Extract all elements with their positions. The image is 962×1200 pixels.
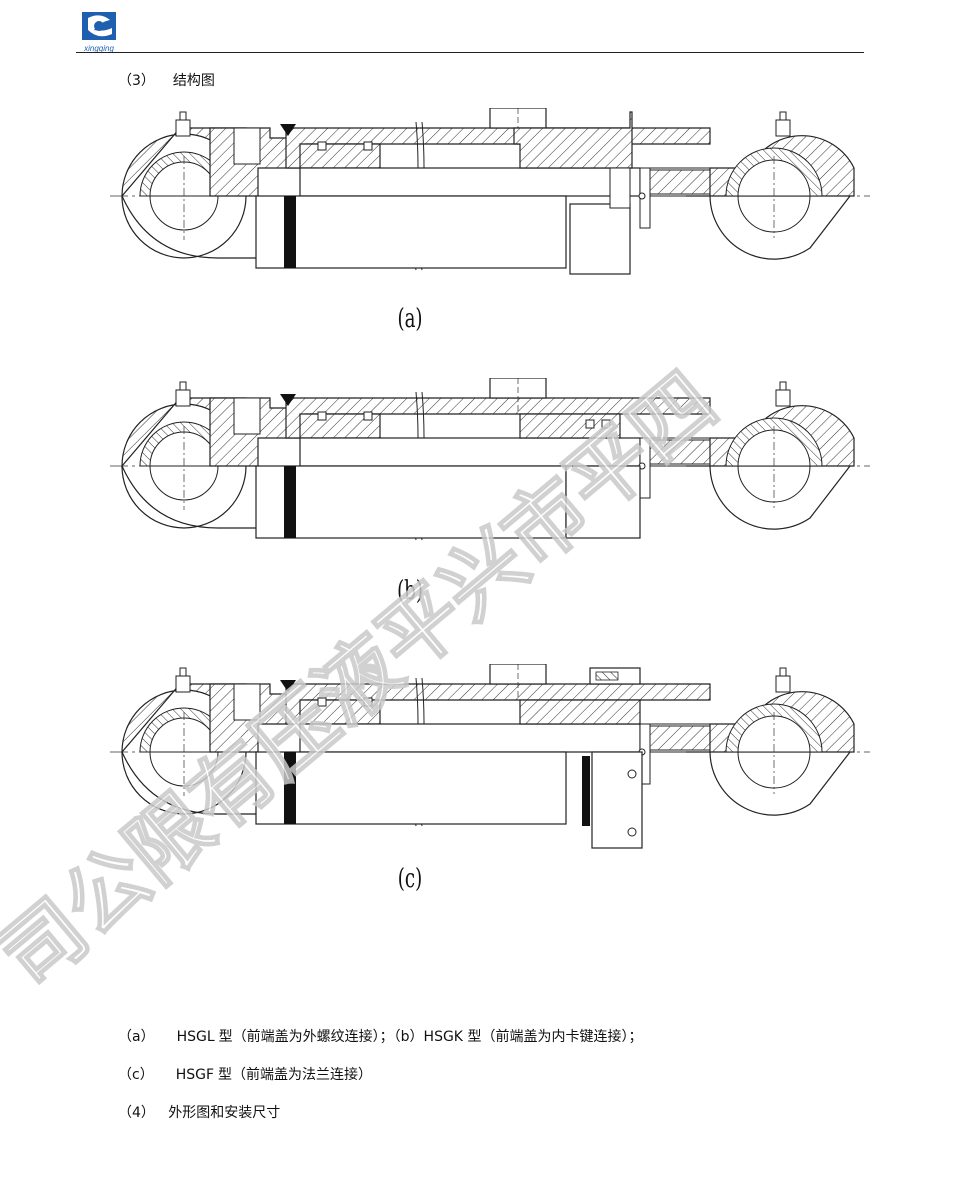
figure-label-b: (b) bbox=[397, 576, 423, 606]
figure-label-c: (c) bbox=[397, 864, 423, 894]
section-heading-dimensions: （4） 外形图和安装尺寸 bbox=[118, 1102, 280, 1122]
section-heading-structure: （3） 结构图 bbox=[118, 70, 215, 90]
figure-label-a: (a) bbox=[397, 304, 423, 334]
caption-a-code: HSGL bbox=[176, 1029, 215, 1045]
drawing-hsgk bbox=[109, 377, 871, 578]
drawing-hsgf bbox=[109, 663, 871, 864]
section-number: （3） bbox=[118, 73, 155, 89]
company-logo: xingqing bbox=[76, 10, 122, 54]
logo-wordmark: xingqing bbox=[83, 44, 114, 53]
section-title: 结构图 bbox=[172, 73, 215, 89]
drawing-hsgl bbox=[109, 107, 871, 308]
caption-a-prefix: （a） bbox=[118, 1029, 155, 1045]
caption-c-prefix: （c） bbox=[118, 1067, 154, 1083]
watermark-char: 司 bbox=[0, 881, 107, 1008]
caption-b-text: 型（前端盖为内卡键连接）； bbox=[467, 1029, 643, 1045]
caption-a-text: 型（前端盖为外螺纹连接）；（b） bbox=[218, 1029, 424, 1045]
section-number: （4） bbox=[118, 1105, 155, 1121]
caption-b-code: HSGK bbox=[423, 1029, 463, 1045]
header-rule bbox=[76, 52, 864, 53]
caption-c-code: HSGF bbox=[175, 1067, 215, 1083]
section-title: 外形图和安装尺寸 bbox=[168, 1105, 281, 1121]
caption-c-text: 型（前端盖为法兰连接） bbox=[218, 1067, 373, 1083]
